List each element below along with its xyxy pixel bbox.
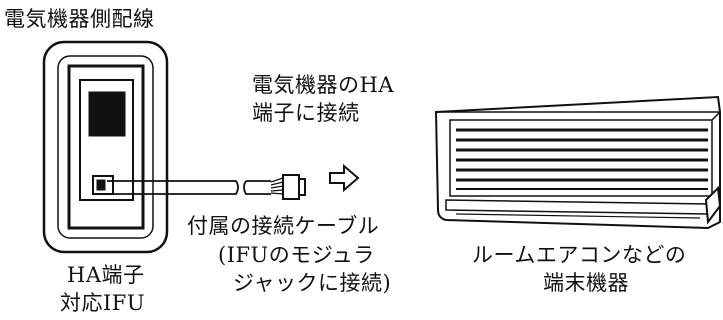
ifu-label-line1: HA端子 [67,263,145,287]
ifu-wall-plate-icon [42,40,169,254]
cable-label-line2: (IFUのモジュラ [218,243,375,267]
air-conditioner-icon [434,95,722,230]
connect-note-line1: 電気機器のHA [252,73,394,97]
modular-jack-icon [92,175,114,195]
device-label-line1: ルームエアコンなどの [472,243,687,267]
cable-icon [107,180,271,195]
diagram-title: 電気機器側配線 [4,7,155,31]
ifu-label-line2: 対応IFU [60,291,146,315]
cable-label-line1: 付属の接続ケーブル [187,214,380,238]
connector-plug-icon [270,174,306,200]
cable-label-line3: ジャックに接続) [233,271,392,295]
connect-note-line2: 端子に接続 [252,101,360,125]
arrow-right-icon [329,163,360,193]
device-label-line2: 端末機器 [543,271,629,295]
